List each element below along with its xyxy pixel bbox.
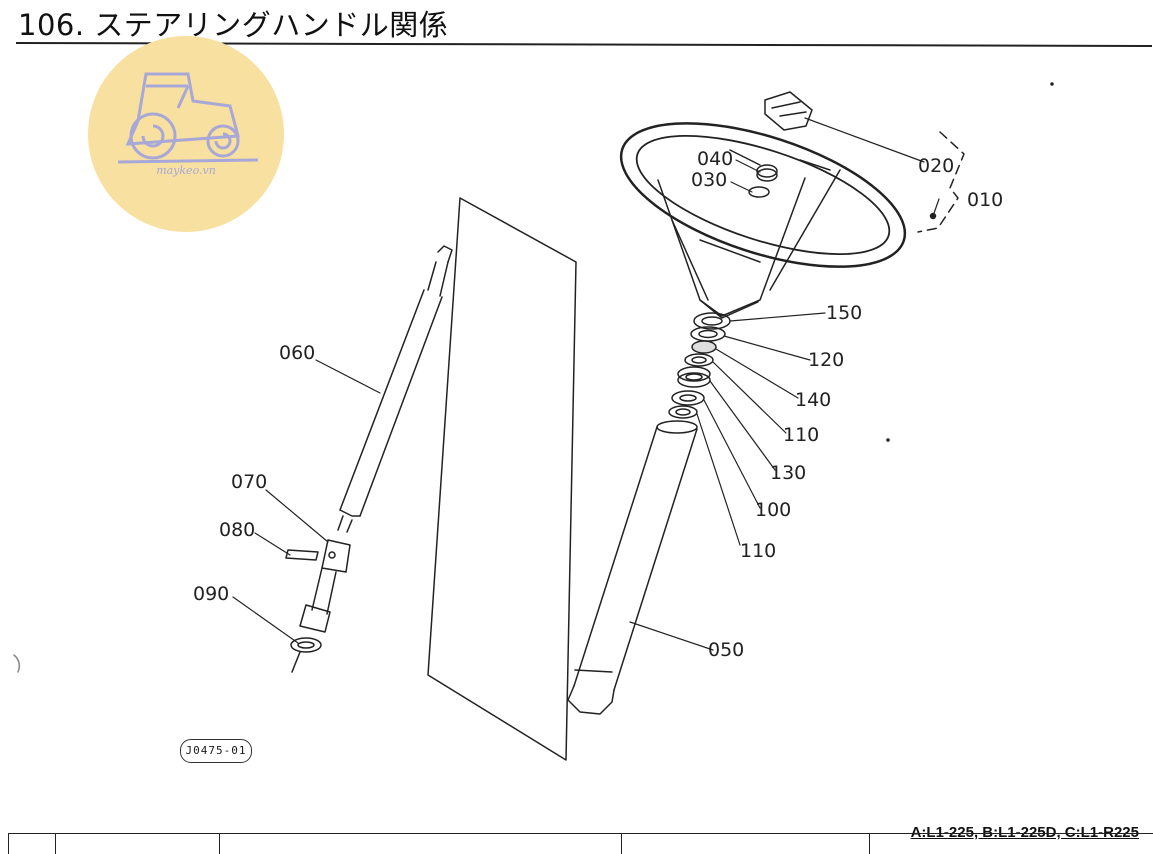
part-label-030: 030	[691, 169, 728, 191]
part-label-040: 040	[697, 148, 734, 170]
assembly-bracket	[917, 131, 965, 233]
nut-040	[756, 164, 778, 182]
tractor-icon	[117, 72, 259, 164]
part-label-140: 140	[795, 389, 832, 411]
part-label-010: 010	[967, 189, 1004, 211]
part-label-060: 060	[279, 342, 316, 364]
pin	[285, 549, 319, 561]
washer-030	[748, 186, 770, 198]
page-title: 106. ステアリングハンドル関係	[18, 8, 449, 42]
washer-110-lower	[668, 405, 698, 419]
watermark-logo: maykeo.vn	[88, 36, 284, 232]
table-divider	[55, 834, 56, 854]
washer-140	[691, 340, 717, 354]
part-label-110-lower: 110	[740, 540, 777, 562]
part-label-090: 090	[193, 583, 230, 605]
watermark-text: maykeo.vn	[156, 164, 216, 177]
model-applicability-note: A:L1-225, B:L1-225D, C:L1-R225	[910, 824, 1139, 841]
column-tube	[567, 420, 698, 715]
part-label-070: 070	[231, 471, 268, 493]
table-divider	[869, 834, 870, 854]
washer-100	[671, 390, 705, 406]
table-divider	[219, 834, 220, 854]
washer-090	[290, 637, 322, 653]
horn-cap	[764, 91, 813, 131]
part-label-100: 100	[755, 499, 792, 521]
steering-shaft	[337, 245, 453, 533]
steering-wheel	[619, 122, 907, 319]
part-label-110-upper: 110	[783, 424, 820, 446]
figure-code: J0475-01	[180, 739, 252, 763]
part-label-130: 130	[770, 462, 807, 484]
part-label-050: 050	[708, 639, 745, 661]
leader-lines	[232, 117, 940, 651]
table-divider	[621, 834, 622, 854]
part-label-120: 120	[808, 349, 845, 371]
universal-joint	[299, 539, 351, 633]
washer-110-upper	[684, 353, 714, 367]
part-label-020: 020	[918, 155, 955, 177]
part-label-150: 150	[826, 302, 863, 324]
column-group-outline	[427, 197, 577, 761]
part-label-080: 080	[219, 519, 256, 541]
parts-table-header	[8, 833, 1153, 854]
bearing-130	[677, 366, 711, 388]
